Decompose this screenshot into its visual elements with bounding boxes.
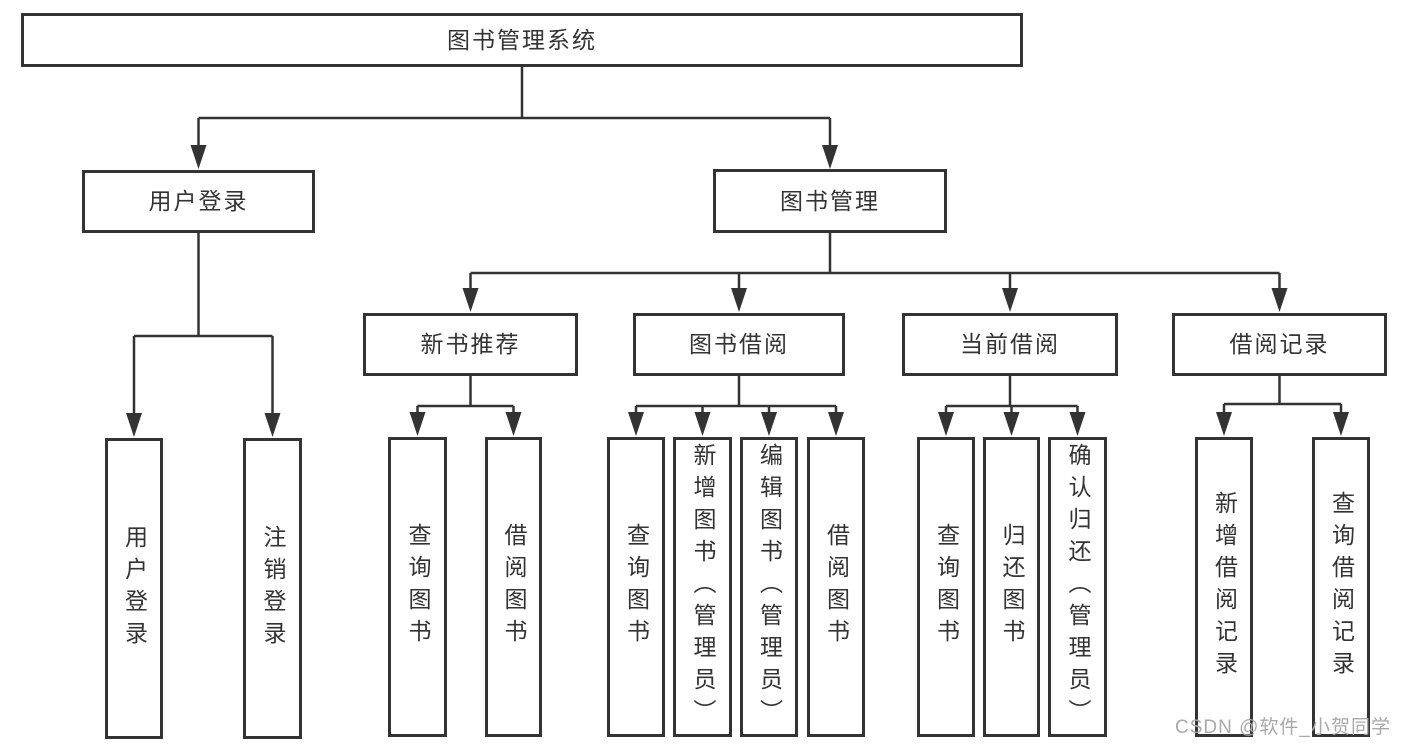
leaf-add-books-admin: 新增图书（管理员） xyxy=(673,437,732,737)
node-new-book-recommend: 新书推荐 xyxy=(363,313,578,376)
connector-user-login xyxy=(132,233,274,418)
leaf-query-books-borrow: 查询图书 xyxy=(607,437,665,737)
watermark: CSDN @软件_小贺同学 xyxy=(1175,717,1391,738)
connector-new-book-recommend xyxy=(416,376,515,418)
leaf-add-borrow-record: 新增借阅记录 xyxy=(1195,437,1253,737)
node-current-borrow: 当前借阅 xyxy=(902,313,1118,376)
node-book-borrow: 图书借阅 xyxy=(633,313,845,376)
leaf-confirm-return-admin: 确认归还（管理员） xyxy=(1048,437,1107,737)
node-user-login: 用户登录 xyxy=(82,170,315,233)
leaf-query-books-recommend: 查询图书 xyxy=(388,437,447,737)
connector-book-borrow xyxy=(634,376,838,418)
leaf-user-login: 用户登录 xyxy=(105,438,163,739)
leaf-query-borrow-record: 查询借阅记录 xyxy=(1312,437,1370,737)
leaf-return-books: 归还图书 xyxy=(983,437,1040,737)
leaf-edit-books-admin: 编辑图书（管理员） xyxy=(740,437,798,737)
leaf-query-books-current: 查询图书 xyxy=(917,437,975,737)
node-root-system: 图书管理系统 xyxy=(21,13,1023,67)
leaf-borrow-books-recommend: 借阅图书 xyxy=(485,437,542,737)
node-book-management: 图书管理 xyxy=(713,169,947,233)
leaf-logout: 注销登录 xyxy=(243,438,302,739)
connector-book-management xyxy=(469,233,1281,292)
connector-borrow-records xyxy=(1222,376,1343,418)
connector-current-borrow xyxy=(944,376,1079,418)
connector-root xyxy=(197,67,832,150)
node-borrow-records: 借阅记录 xyxy=(1172,313,1387,376)
arrowheads xyxy=(126,145,1349,437)
leaf-borrow-books: 借阅图书 xyxy=(807,437,865,737)
